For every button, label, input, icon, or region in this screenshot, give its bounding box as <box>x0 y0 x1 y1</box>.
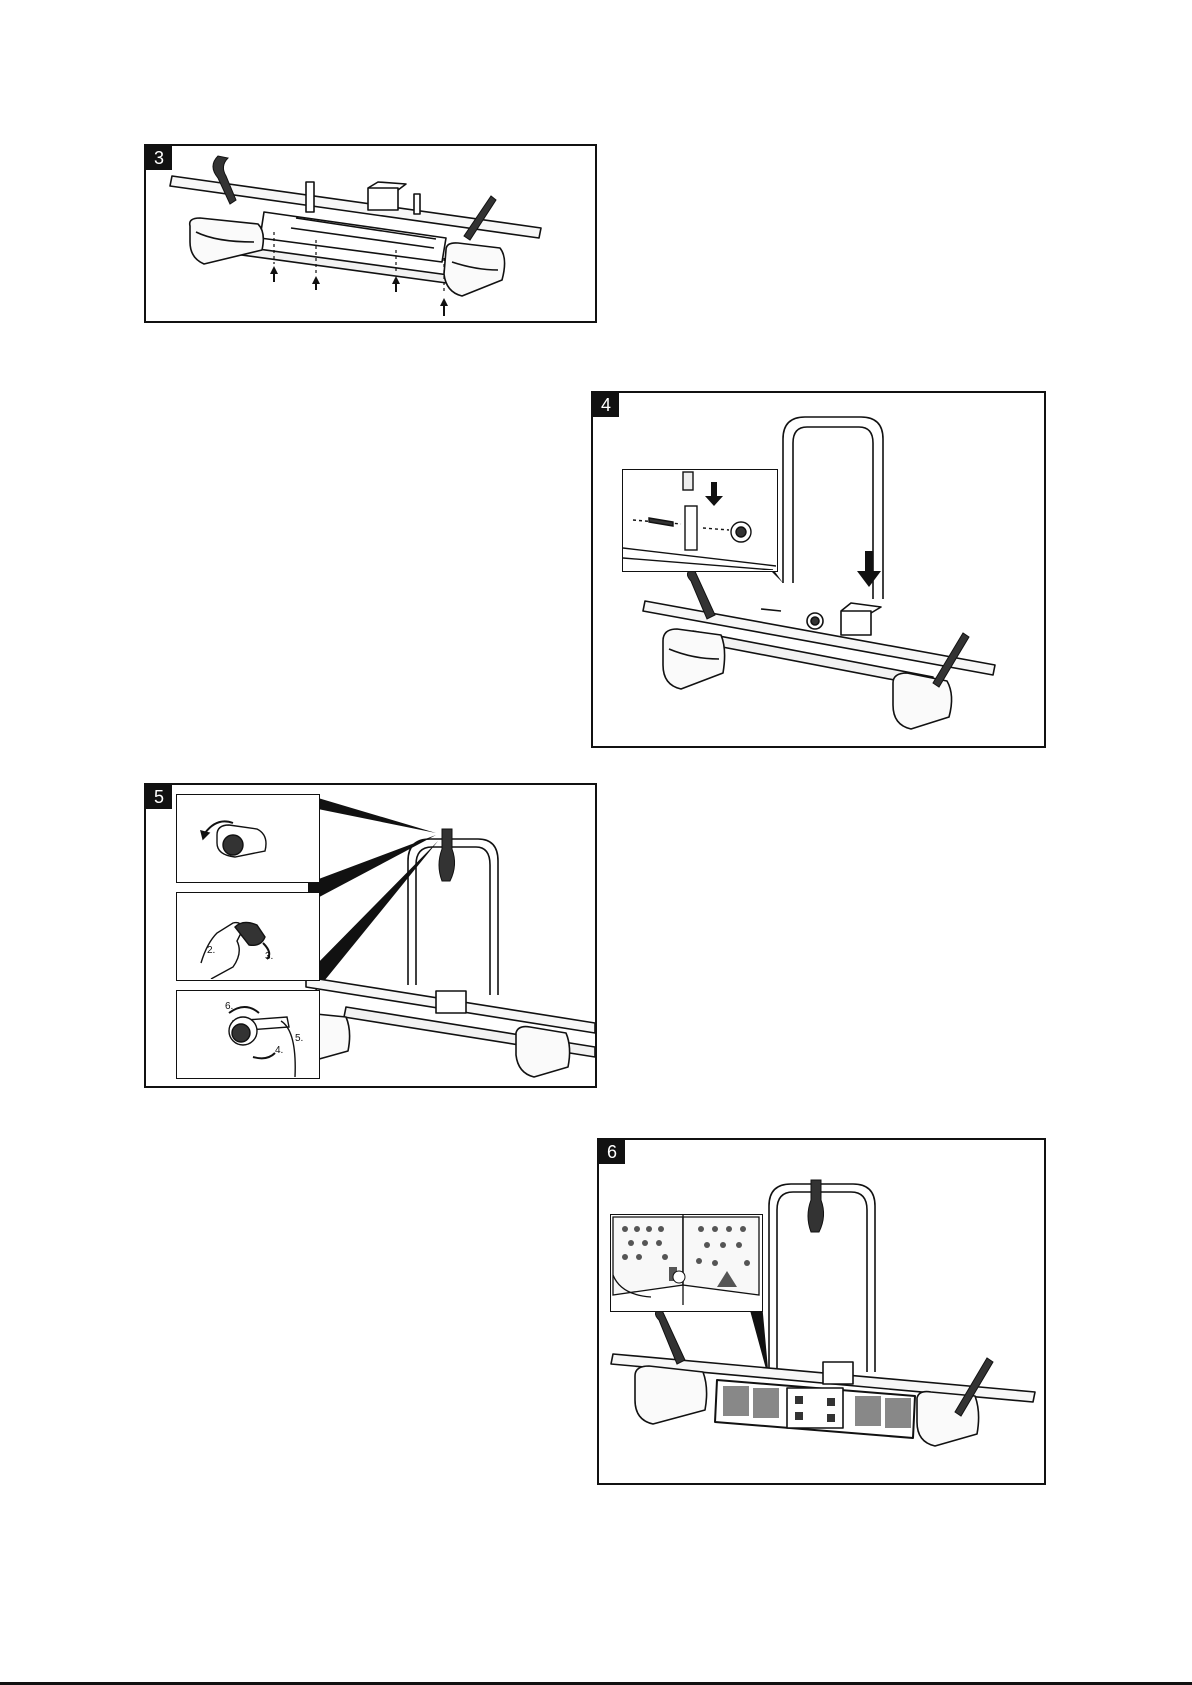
step-5-detail-1-drawing <box>177 795 318 881</box>
step-3-illustration <box>146 146 595 321</box>
step-5-sub-label-2: 2. <box>207 945 215 956</box>
step-5-detail-2-drawing: 2. 3. <box>177 893 318 979</box>
step-4-detail-drawing <box>623 470 776 570</box>
step-5-panel: 5 <box>144 783 597 1088</box>
step-5-sub-label-6: 6. <box>225 1001 233 1012</box>
step-5-sub-label-3: 3. <box>265 951 273 962</box>
step-6-detail-inset <box>610 1214 763 1312</box>
step-4-detail-inset <box>622 469 778 572</box>
step-5-detail-1 <box>176 794 320 883</box>
step-5-sub-label-5: 5. <box>295 1033 303 1044</box>
step-4-panel: 4 <box>591 391 1046 748</box>
step-6-panel: 6 <box>597 1138 1046 1485</box>
step-5-detail-3-drawing: 6. 4. 5. <box>177 991 318 1077</box>
step-5-detail-3: 6. 4. 5. <box>176 990 320 1079</box>
step-5-detail-2: 2. 3. <box>176 892 320 981</box>
step-3-panel: 3 <box>144 144 597 323</box>
step-6-detail-drawing <box>611 1215 761 1310</box>
step-5-sub-label-4: 4. <box>275 1045 283 1056</box>
